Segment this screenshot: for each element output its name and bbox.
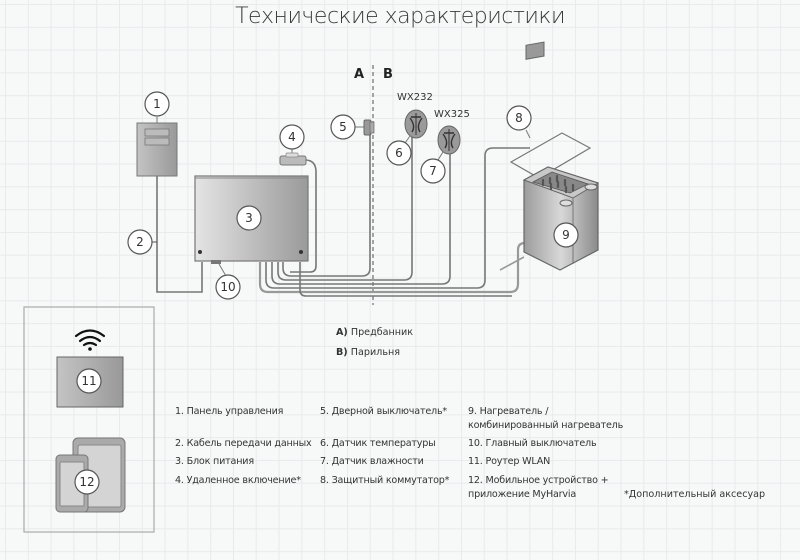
legend-item-3: 3. Блок питания [175, 456, 254, 467]
svg-text:6: 6 [395, 146, 403, 160]
zone-a-prefix: A) [336, 327, 348, 338]
badge-2: 2 [127, 229, 157, 255]
cable-temp-sensor [277, 135, 413, 281]
zone-b-prefix: B) [336, 347, 348, 358]
optional-accessory-footnote: *Дополнительный аксесуар [624, 489, 766, 500]
svg-text:8: 8 [515, 111, 523, 125]
legend-item-12-cont: приложение MyHarvia [468, 489, 577, 500]
page-title: Технические характеристики [235, 4, 565, 29]
legend-item-12: 12. Мобильное устройство + [468, 475, 609, 486]
safety-switch-device [509, 41, 592, 179]
badge-4: 4 [279, 124, 305, 150]
heater-device [522, 166, 600, 271]
cable-remote-switch [290, 159, 317, 273]
temperature-sensor-device [404, 109, 428, 144]
legend-item-9: 9. Нагреватель / [468, 406, 549, 417]
cable-data-transfer [156, 176, 203, 293]
humidity-sensor-model: WX325 [434, 109, 470, 120]
legend-item-11: 11. Роутер WLAN [468, 456, 551, 467]
svg-text:3: 3 [245, 211, 253, 225]
cable-heater [258, 241, 532, 294]
legend-item-1: 1. Панель управления [175, 406, 284, 417]
svg-text:4: 4 [288, 130, 296, 144]
svg-text:5: 5 [339, 120, 347, 134]
badge-7: 7 [420, 158, 446, 184]
badge-10: 10 [215, 274, 241, 300]
zone-a-name: Предбанник [350, 327, 414, 338]
remote-switch-device [279, 148, 307, 166]
svg-text:2: 2 [136, 235, 144, 249]
badge-11: 11 [76, 368, 102, 394]
cables [156, 135, 532, 297]
badge-6: 6 [386, 140, 412, 166]
legend-item-4: 4. Удаленное включение* [175, 475, 301, 486]
cable-safety-switch [265, 147, 530, 289]
badge-9: 9 [553, 222, 579, 248]
badge-8: 8 [506, 105, 532, 131]
humidity-sensor-device [437, 125, 461, 161]
svg-text:12: 12 [79, 475, 94, 489]
zone-a-letter: A [354, 67, 365, 82]
svg-text:7: 7 [429, 164, 437, 178]
cable-door-switch [282, 135, 371, 277]
badge-3: 3 [236, 205, 262, 231]
badge-12: 12 [74, 469, 100, 495]
legend-item-5: 5. Дверной выключатель* [320, 406, 448, 417]
legend-item-2: 2. Кабель передачи данных [175, 438, 312, 449]
svg-text:11: 11 [81, 374, 96, 388]
zone-b-name: Парильня [350, 347, 401, 358]
legend-item-10: 10. Главный выключатель [468, 438, 597, 449]
cable-humidity-sensor [271, 150, 451, 285]
badge-5: 5 [330, 114, 356, 140]
zone-a-legend: A) Предбанник [336, 327, 413, 338]
svg-text:1: 1 [153, 97, 161, 111]
svg-text:10: 10 [220, 280, 235, 294]
badge-1: 1 [144, 91, 170, 117]
door-switch-device [355, 119, 375, 136]
cable-main-switch-link [299, 262, 512, 297]
wifi-icon [74, 329, 106, 351]
svg-text:9: 9 [562, 228, 570, 242]
zone-b-legend: B) Парильня [336, 347, 400, 358]
legend-item-7: 7. Датчик влажности [320, 456, 424, 467]
wireless-devices-box [23, 306, 155, 533]
control-panel-device [136, 117, 178, 177]
legend-item-6: 6. Датчик температуры [320, 438, 436, 449]
legend-item-9-cont: комбинированный нагреватель [468, 420, 624, 431]
legend-item-8: 8. Защитный коммутатор* [320, 475, 450, 486]
zone-b-letter: B [383, 67, 393, 82]
temp-sensor-model: WX232 [397, 92, 433, 103]
